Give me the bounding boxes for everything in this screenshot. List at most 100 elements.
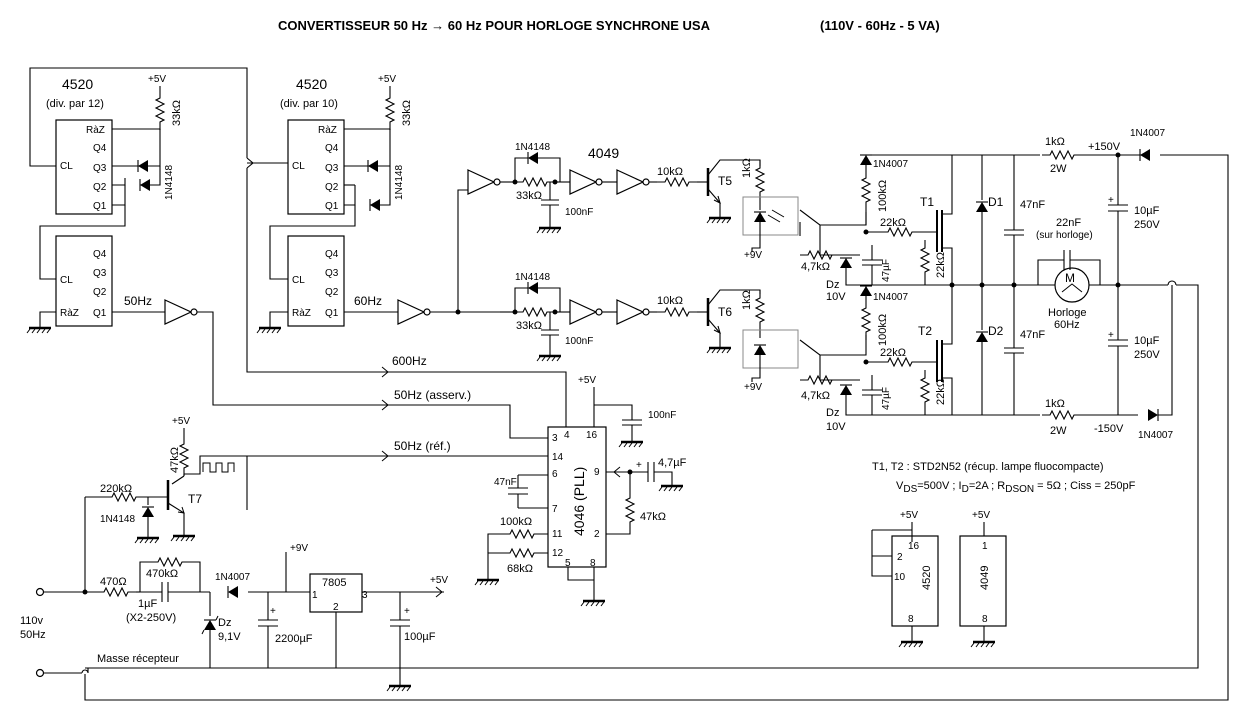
pll-supply: +5V — [578, 375, 596, 386]
drv-rc1: 1kΩ — [741, 158, 753, 178]
pll-pin11: 11 — [552, 529, 563, 540]
hv-dd2: D2 — [988, 324, 1004, 338]
psu: 110v 50Hz 470Ω 470kΩ 1µF (X2-250V) Dz 9,… — [20, 497, 448, 693]
svg-text:+: + — [404, 606, 410, 617]
drv-r1: 33kΩ — [516, 190, 542, 202]
hv-motor: M — [1065, 271, 1075, 285]
hv-motor-lbl: Horloge — [1048, 307, 1087, 319]
hv-rgs1: 22kΩ — [935, 252, 947, 278]
pwr4520-pin8: 8 — [908, 614, 914, 625]
hv-motor-f: 60Hz — [1054, 319, 1080, 331]
pll-cdec: 100nF — [648, 410, 676, 421]
hv-rb1: 4,7kΩ — [801, 261, 830, 273]
title: CONVERTISSEUR 50 Hz → 60 Hz POUR HORLOGE… — [278, 18, 711, 33]
hv-ce2: 10µF — [1134, 335, 1160, 347]
ic2-4520-div10: 4520 (div. par 10) RàZ Q4 Q3 Q2 Q1 CL +5… — [246, 74, 413, 215]
ic2-r33k: 33kΩ — [401, 100, 413, 126]
hv-dr2: 1N4007 — [1138, 430, 1173, 441]
hv-dz1: Dz — [826, 279, 839, 291]
pll-pin9: 9 — [594, 467, 600, 478]
hv-vn: -150V — [1094, 423, 1124, 435]
psu-dzv: 9,1V — [218, 631, 241, 643]
ic1b-pin-q2: Q2 — [93, 287, 107, 298]
hv-rb2: 4,7kΩ — [801, 390, 830, 402]
drv-t6: T6 — [718, 305, 732, 319]
drv-d1: 1N4148 — [515, 142, 550, 153]
t7-diode: 1N4148 — [100, 514, 135, 525]
hv-dz1v: 10V — [826, 291, 846, 303]
t7-stage: +5V 47kΩ T7 220kΩ 1N4148 — [85, 416, 247, 545]
ic2-diode: 1N4148 — [394, 165, 405, 200]
psu-v9: +9V — [290, 543, 308, 554]
ic1-diode: 1N4148 — [164, 165, 175, 200]
hv-dd1: D1 — [988, 195, 1004, 209]
pll-r11: 100kΩ — [500, 516, 532, 528]
hv-ch: 22nF — [1056, 217, 1081, 229]
hv-r1: 100kΩ — [877, 180, 889, 212]
ic2b-pin-q4: Q4 — [325, 249, 339, 260]
pll-4046: 600Hz 50Hz (asserv.) 50Hz (réf.) 4046 (P… — [246, 354, 687, 608]
psu-d: 1N4007 — [215, 572, 250, 583]
ic1-pin-q1: Q1 — [93, 201, 107, 212]
pll-c9: 4,7µF — [658, 457, 687, 469]
pll-pin6: 6 — [552, 469, 558, 480]
ic2b-4520: Q4 Q3 Q2 Q1 CL RàZ 60Hz — [246, 168, 567, 427]
psu-input-f: 50Hz — [20, 629, 46, 641]
drv-c2: 100nF — [565, 336, 593, 347]
ic1-name: 4520 — [62, 76, 93, 92]
hv-rs2w: 2W — [1050, 425, 1067, 437]
output-stage: 1kΩ 2W +150V 1N4007 10µF 250V + 10µF 250… — [84, 128, 1229, 701]
pll-box — [547, 426, 607, 568]
ic2-supply: +5V — [378, 74, 396, 85]
hv-d1: 1N4007 — [873, 159, 908, 170]
drv-gate: 4049 — [588, 145, 619, 161]
ic1-pin-cl: CL — [60, 161, 73, 172]
pll-r9: 47kΩ — [640, 511, 666, 523]
drv-rb1: 10kΩ — [657, 166, 683, 178]
t7-name: T7 — [188, 492, 202, 506]
hv-d2: 1N4007 — [873, 292, 908, 303]
psu-input: 110v — [20, 615, 44, 627]
ic1-supply: +5V — [148, 74, 166, 85]
psu-r470k: 470kΩ — [146, 568, 178, 580]
t7-rc: 47kΩ — [169, 447, 181, 473]
drv-d2: 1N4148 — [515, 272, 550, 283]
pll-pin12: 12 — [552, 548, 564, 559]
pll-pin14: 14 — [552, 452, 564, 463]
hv-rg1: 22kΩ — [880, 217, 906, 229]
pwr-4520: +5V 16 2 10 8 4520 — [871, 510, 939, 649]
notes-line1: T1, T2 : STD2N52 (récup. lampe fluocompa… — [872, 461, 1104, 473]
ic2b-out: 60Hz — [354, 294, 382, 308]
pll-pin8: 8 — [590, 558, 596, 569]
pll-pin4: 4 — [564, 430, 570, 441]
hv-cp2: 47nF — [1020, 329, 1045, 341]
title-rating: (110V - 60Hz - 5 VA) — [820, 18, 940, 33]
ic2-pin-raz: RàZ — [318, 125, 337, 136]
svg-text:+: + — [270, 606, 276, 617]
driver-upper: 1N4148 33kΩ 100nF 4049 10kΩ T5 1kΩ +9V — [467, 142, 799, 261]
psu-cx: 1µF — [138, 598, 157, 610]
pll-sig-asserv: 50Hz (asserv.) — [394, 388, 471, 402]
ic2-pin-q4: Q4 — [325, 143, 339, 154]
hv-lower: 1N4007 100kΩ 22kΩ T2 22kΩ 4,7kΩ Dz 10V 4… — [799, 282, 1045, 433]
hv-upper: 1N4007 100kΩ 22kΩ T1 22kΩ 4,7kΩ Dz 10V 4… — [799, 154, 1045, 303]
ic2b-pin-q2: Q2 — [325, 287, 339, 298]
ic2-name: 4520 — [296, 76, 327, 92]
ic1-pin-raz: RàZ — [86, 125, 105, 136]
pll-pin5: 5 — [565, 558, 571, 569]
ic1-pin-q4: Q4 — [93, 143, 107, 154]
hv-dr1: 1N4007 — [1130, 128, 1165, 139]
driver-lower: 1N4148 33kΩ 100nF 10kΩ T6 1kΩ +9V — [500, 272, 799, 393]
ic1-r33k: 33kΩ — [171, 100, 183, 126]
ic1-pin-q3: Q3 — [93, 163, 107, 174]
pll-c6-7: 47nF — [494, 477, 517, 488]
pwr4520-pin10: 10 — [894, 572, 906, 583]
pll-name: 4046 (PLL) — [571, 467, 587, 536]
pll-sig-ref: 50Hz (réf.) — [394, 439, 451, 453]
hv-ce1: 10µF — [1134, 205, 1160, 217]
ic1-pin-q2: Q2 — [93, 182, 107, 193]
ic1b-pin-q3: Q3 — [93, 268, 107, 279]
pll-pin7: 7 — [552, 504, 558, 515]
pwr4520-supply: +5V — [900, 510, 918, 521]
ic2-pin-q1: Q1 — [325, 201, 339, 212]
